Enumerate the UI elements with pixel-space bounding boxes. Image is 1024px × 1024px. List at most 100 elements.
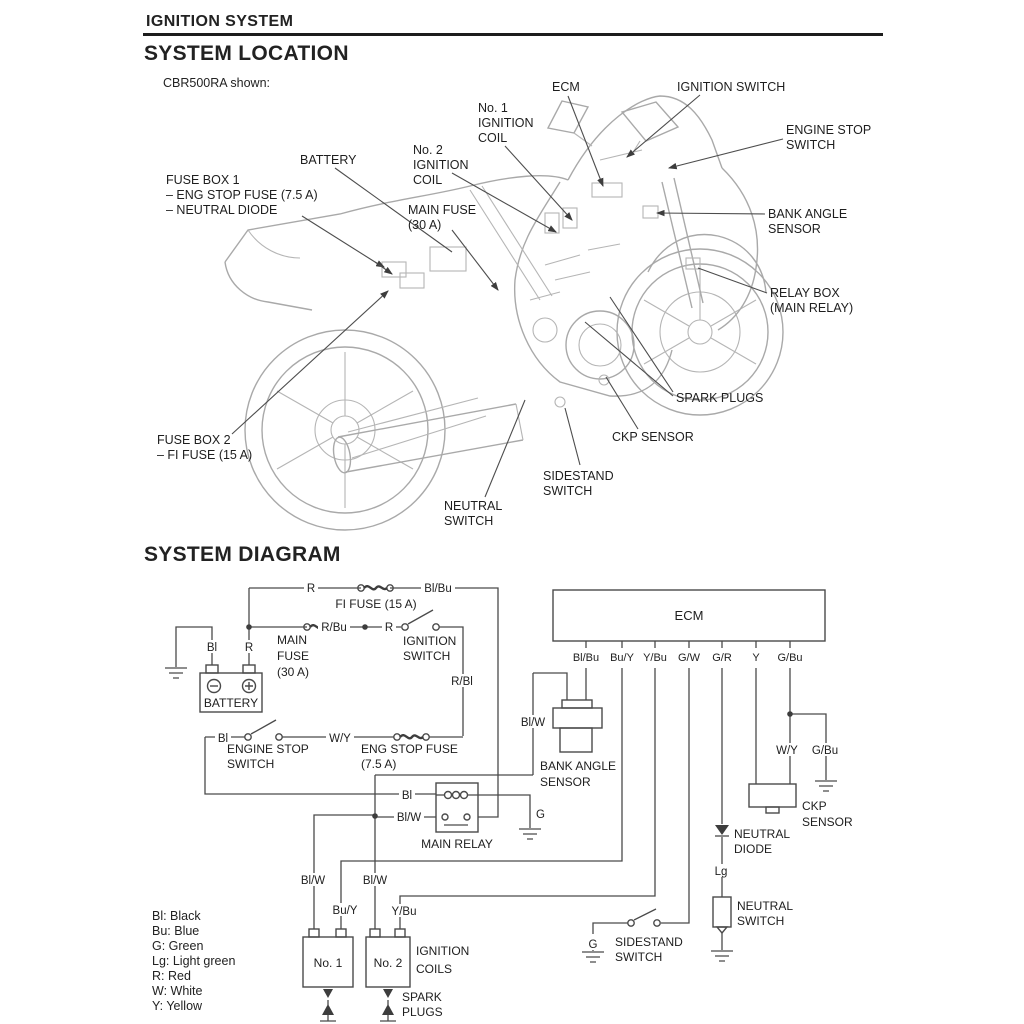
- label-bank-angle-sensor: BANK ANGLE: [768, 207, 847, 221]
- svg-text:Bu/Y: Bu/Y: [610, 652, 635, 664]
- svg-text:Y: Y: [752, 652, 760, 664]
- legend-item: Lg: Light green: [152, 954, 236, 968]
- label-fuse-box-2: FUSE BOX 2: [157, 433, 231, 447]
- svg-text:IGNITION: IGNITION: [413, 158, 469, 172]
- svg-text:Bl: Bl: [207, 642, 217, 654]
- label-no2-ignition-coil: No. 2: [413, 143, 443, 157]
- svg-text:R: R: [245, 642, 253, 654]
- eng-stop-fuse-symbol: [393, 733, 430, 741]
- legend-item: G: Green: [152, 939, 204, 953]
- svg-text:No. 2: No. 2: [374, 956, 403, 970]
- svg-text:NEUTRAL: NEUTRAL: [734, 827, 790, 841]
- svg-text:Y/Bu: Y/Bu: [392, 906, 417, 918]
- svg-text:(30 A): (30 A): [277, 665, 309, 679]
- label-fi-fuse: FI FUSE (15 A): [335, 597, 416, 611]
- wiring-schematic: BATTERY: [165, 581, 853, 1022]
- label-eng-stop-fuse: ENG STOP FUSE: [361, 742, 458, 756]
- svg-text:DIODE: DIODE: [734, 842, 772, 856]
- label-engine-stop-switch: ENGINE STOP: [786, 123, 871, 137]
- spark-plug-symbols: [320, 989, 396, 1022]
- fi-fuse-symbol: [357, 584, 394, 592]
- svg-text:G/Bu: G/Bu: [777, 652, 802, 664]
- svg-text:SWITCH: SWITCH: [786, 138, 835, 152]
- label-ckp-sensor: CKP SENSOR: [612, 430, 694, 444]
- label-ignition-coils: IGNITION: [416, 944, 469, 958]
- legend-item: R: Red: [152, 969, 191, 983]
- svg-text:Bl/W: Bl/W: [301, 875, 325, 887]
- svg-text:(MAIN RELAY): (MAIN RELAY): [770, 301, 853, 315]
- svg-text:ECM: ECM: [675, 608, 704, 623]
- legend-item: W: White: [152, 984, 203, 998]
- motorcycle-illustration: [224, 95, 784, 531]
- svg-text:Y/Bu: Y/Bu: [643, 652, 667, 664]
- svg-text:BATTERY: BATTERY: [204, 696, 258, 710]
- svg-text:FUSE: FUSE: [277, 649, 309, 663]
- schematic-component-labels: FI FUSE (15 A) MAIN FUSE (30 A) IGNITION…: [227, 597, 458, 771]
- battery-symbol: BATTERY: [199, 664, 263, 713]
- label-ignition-switch: IGNITION SWITCH: [677, 80, 785, 94]
- label-main-fuse-schematic: MAIN: [277, 633, 307, 647]
- ckp-sensor-symbol: CKP SENSOR: [748, 783, 853, 829]
- label-battery: BATTERY: [300, 153, 357, 167]
- legend-item: Bu: Blue: [152, 924, 200, 938]
- svg-text:R/Bl: R/Bl: [451, 676, 473, 688]
- main-relay-symbol: MAIN RELAY G: [421, 782, 545, 851]
- svg-text:SENSOR: SENSOR: [768, 222, 821, 236]
- svg-text:IGNITION: IGNITION: [478, 116, 534, 130]
- svg-text:R: R: [385, 622, 393, 634]
- svg-text:G: G: [589, 939, 598, 951]
- minus-terminal-icon: [206, 678, 222, 694]
- label-spark-plugs-schematic: SPARK: [402, 990, 442, 1004]
- legend-item: Bl: Black: [152, 909, 201, 923]
- svg-text:R: R: [307, 583, 315, 595]
- sidestand-switch-symbol: SIDESTAND SWITCH: [615, 908, 683, 964]
- legend-item: Y: Yellow: [152, 999, 203, 1013]
- svg-text:SWITCH: SWITCH: [543, 484, 592, 498]
- label-spark-plugs: SPARK PLUGS: [676, 391, 763, 405]
- svg-text:MAIN RELAY: MAIN RELAY: [421, 837, 493, 851]
- svg-text:PLUGS: PLUGS: [402, 1005, 443, 1019]
- svg-text:SWITCH: SWITCH: [444, 514, 493, 528]
- neutral-diode-symbol: NEUTRAL DIODE: [715, 825, 790, 856]
- ecm-box: ECM: [552, 589, 826, 642]
- bank-angle-sensor-symbol: BANK ANGLE SENSOR: [540, 699, 616, 789]
- wires: [175, 587, 827, 951]
- ignition-coil-2: No. 2: [365, 928, 411, 988]
- svg-text:SWITCH: SWITCH: [227, 757, 274, 771]
- svg-text:– NEUTRAL DIODE: – NEUTRAL DIODE: [166, 203, 277, 217]
- svg-text:Bl/W: Bl/W: [521, 717, 545, 729]
- header-rule: [143, 33, 883, 36]
- svg-text:NEUTRAL: NEUTRAL: [737, 899, 793, 913]
- svg-text:G/W: G/W: [678, 652, 701, 664]
- svg-text:G/R: G/R: [712, 652, 732, 664]
- svg-text:CKP: CKP: [802, 799, 827, 813]
- svg-text:COIL: COIL: [478, 131, 507, 145]
- svg-text:G: G: [536, 809, 545, 821]
- svg-text:Bl/Bu: Bl/Bu: [573, 652, 599, 664]
- junction-dots: [246, 624, 793, 819]
- svg-text:Lg: Lg: [715, 866, 728, 878]
- svg-text:SWITCH: SWITCH: [615, 950, 662, 964]
- label-engine-stop-switch-schematic: ENGINE STOP: [227, 742, 309, 756]
- svg-text:COIL: COIL: [413, 173, 442, 187]
- ignition-coil-1: No. 1: [302, 928, 354, 988]
- svg-text:SENSOR: SENSOR: [802, 815, 853, 829]
- svg-text:Bu/Y: Bu/Y: [333, 905, 358, 917]
- svg-text:W/Y: W/Y: [776, 745, 798, 757]
- location-callouts: ECM IGNITION SWITCH ENGINE STOP SWITCH B…: [157, 80, 871, 528]
- ecm-pin-labels: Bl/Bu Bu/Y Y/Bu G/W G/R Y G/Bu: [573, 652, 803, 664]
- label-no1-ignition-coil: No. 1: [478, 101, 508, 115]
- svg-text:Bl: Bl: [402, 790, 412, 802]
- page-header: IGNITION SYSTEM: [146, 13, 294, 30]
- svg-text:COILS: COILS: [416, 962, 452, 976]
- label-main-fuse: MAIN FUSE: [408, 203, 476, 217]
- svg-text:SIDESTAND: SIDESTAND: [615, 935, 683, 949]
- model-note: CBR500RA shown:: [163, 76, 271, 90]
- label-ignition-switch-schematic: IGNITION: [403, 634, 456, 648]
- engine-stop-switch-symbol: [244, 719, 283, 741]
- label-neutral-switch: NEUTRAL: [444, 499, 502, 513]
- svg-text:– FI FUSE (15 A): – FI FUSE (15 A): [157, 448, 252, 462]
- ignition-switch-symbol: [401, 609, 440, 631]
